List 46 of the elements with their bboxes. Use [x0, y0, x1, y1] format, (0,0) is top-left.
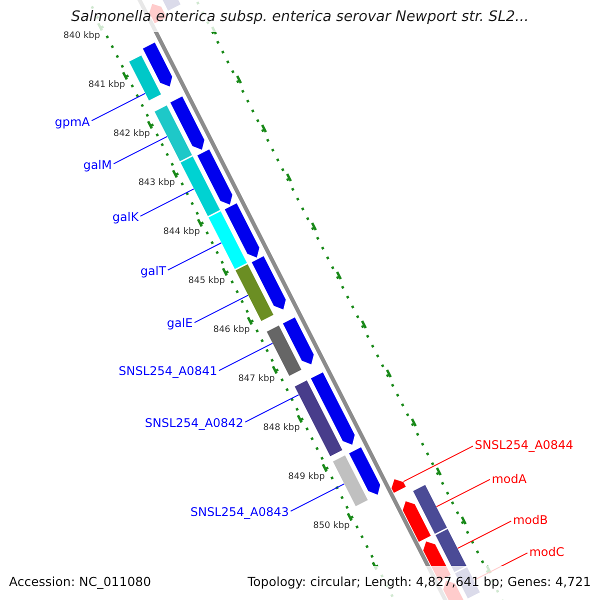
scale-label: 846 kbp	[213, 325, 250, 336]
gene-label: modC	[529, 545, 564, 560]
leader-line	[113, 136, 168, 164]
gene-label: galE	[166, 316, 193, 330]
leader-line	[436, 478, 490, 508]
scale-label: 842 kbp	[113, 129, 150, 140]
leader-line	[140, 188, 194, 217]
gene-feature	[196, 148, 233, 206]
scale-label: 845 kbp	[188, 276, 225, 288]
gene-label: SNSL254_A0841	[118, 364, 218, 378]
leader-line	[290, 483, 345, 512]
accession-label: Accession: NC_011080	[9, 574, 152, 589]
gene-feature	[282, 316, 314, 366]
gene-label: galM	[83, 158, 112, 172]
leader-line	[244, 394, 300, 423]
gene-label: modA	[492, 472, 527, 486]
gene-label: SNSL254_A0844	[474, 438, 574, 452]
leader-line	[218, 342, 273, 372]
gene-feature	[250, 255, 286, 310]
scale-label: 840 kbp	[63, 31, 100, 42]
scale-label: 848 kbp	[263, 423, 300, 434]
scale-label: 841 kbp	[88, 80, 126, 92]
gene-feature	[348, 446, 381, 496]
gene-label: galK	[112, 210, 139, 224]
gene-feature	[402, 500, 432, 543]
gene-label: modB	[512, 513, 548, 528]
gene-label: gpmA	[54, 114, 90, 129]
leader-line	[167, 242, 222, 271]
gene-label: galT	[140, 264, 166, 278]
gene-feature	[224, 202, 260, 258]
gene-feature	[390, 478, 407, 494]
scale-label: 847 kbp	[238, 374, 275, 386]
scale-label: 849 kbp	[288, 472, 325, 484]
scale-label: 843 kbp	[138, 178, 175, 190]
leader-line	[402, 446, 474, 482]
gene-feature	[310, 372, 356, 446]
leader-line	[457, 520, 512, 549]
leader-line	[91, 92, 146, 122]
gene-feature	[142, 42, 173, 88]
gene-label: SNSL254_A0843	[190, 505, 289, 520]
scale-label: 844 kbp	[163, 227, 200, 238]
gene-label: SNSL254_A0842	[144, 416, 244, 430]
leader-line	[194, 294, 248, 324]
scale-label: 850 kbp	[313, 521, 350, 532]
genome-stats: Topology: circular; Length: 4,827,641 bp; Genes: 4,721	[248, 574, 591, 589]
gene-feature	[170, 96, 206, 151]
